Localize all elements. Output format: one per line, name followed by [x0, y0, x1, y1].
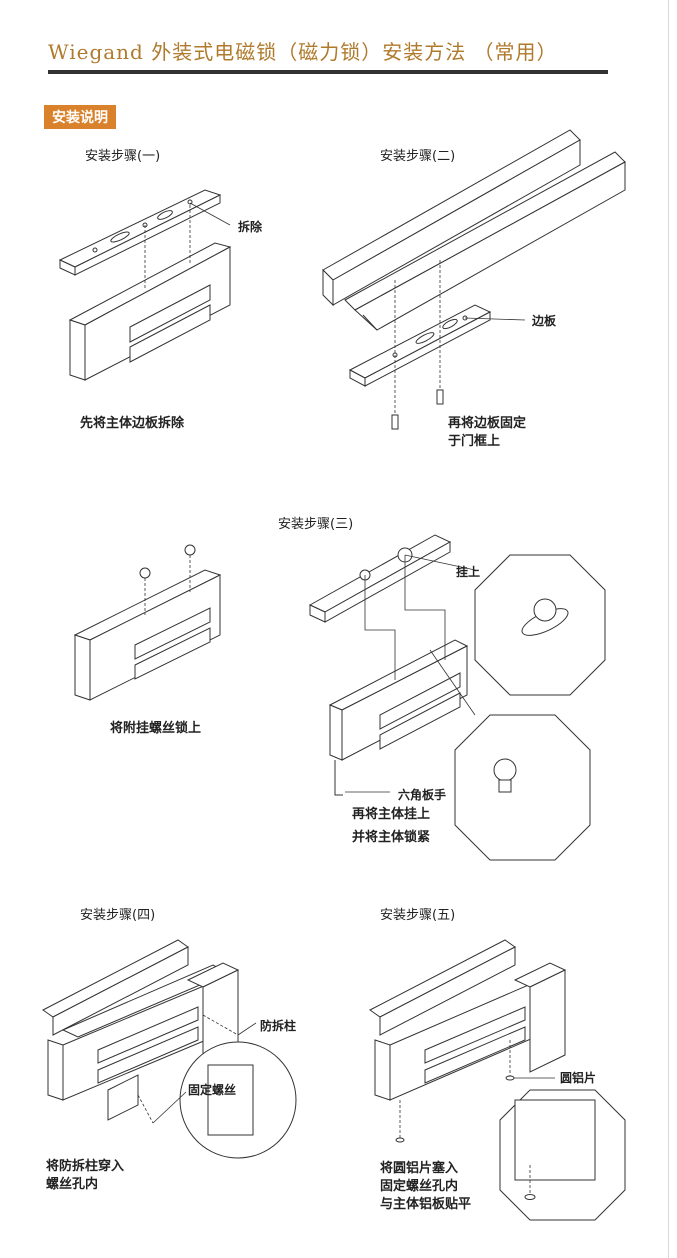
step-4-label-tamper-post: 防拆柱	[260, 1019, 297, 1033]
step-5-illustration	[365, 935, 635, 1225]
step-5-caption: 将圆铝片塞入 固定螺丝孔内 与主体铝板贴平	[380, 1161, 472, 1212]
step-4-caption: 将防拆柱穿入 螺丝孔内	[46, 1159, 125, 1192]
step-3-heading: 安装步骤(三)	[278, 517, 354, 532]
step-1-heading: 安装步骤(一)	[85, 149, 161, 164]
step-4-heading: 安装步骤(四)	[80, 908, 156, 923]
step-3-left-illustration	[65, 540, 235, 710]
page-edge	[668, 0, 669, 1258]
step-2-heading: 安装步骤(二)	[380, 149, 456, 164]
step-5-heading: 安装步骤(五)	[380, 908, 456, 923]
step-3-caption-left: 将附挂螺丝锁上	[110, 721, 202, 736]
title-underline	[48, 70, 608, 74]
step-2-caption: 再将边板固定 于门框上	[448, 416, 527, 449]
section-badge: 安装说明	[44, 105, 116, 129]
step-3-right-illustration	[305, 530, 605, 830]
step-3-label-hex-key: 六角板手	[398, 788, 447, 802]
step-3-label-hang: 挂上	[456, 565, 481, 579]
step-4-label-fix-screw: 固定螺丝	[188, 1083, 237, 1097]
step-2-label-plate: 边板	[532, 314, 557, 328]
step-5-label-aluminum-disc: 圆铝片	[560, 1071, 597, 1085]
step-4-illustration	[38, 935, 298, 1150]
step-1-label-remove: 拆除	[238, 220, 263, 234]
page-title: Wiegand 外装式电磁锁（磁力锁）安装方法 （常用）	[48, 40, 558, 64]
step-1-illustration	[55, 175, 255, 385]
step-3-caption-right: 再将主体挂上 并将主体锁紧	[352, 807, 431, 845]
step-1-caption: 先将主体边板拆除	[80, 416, 185, 431]
step-2-illustration	[315, 120, 635, 435]
